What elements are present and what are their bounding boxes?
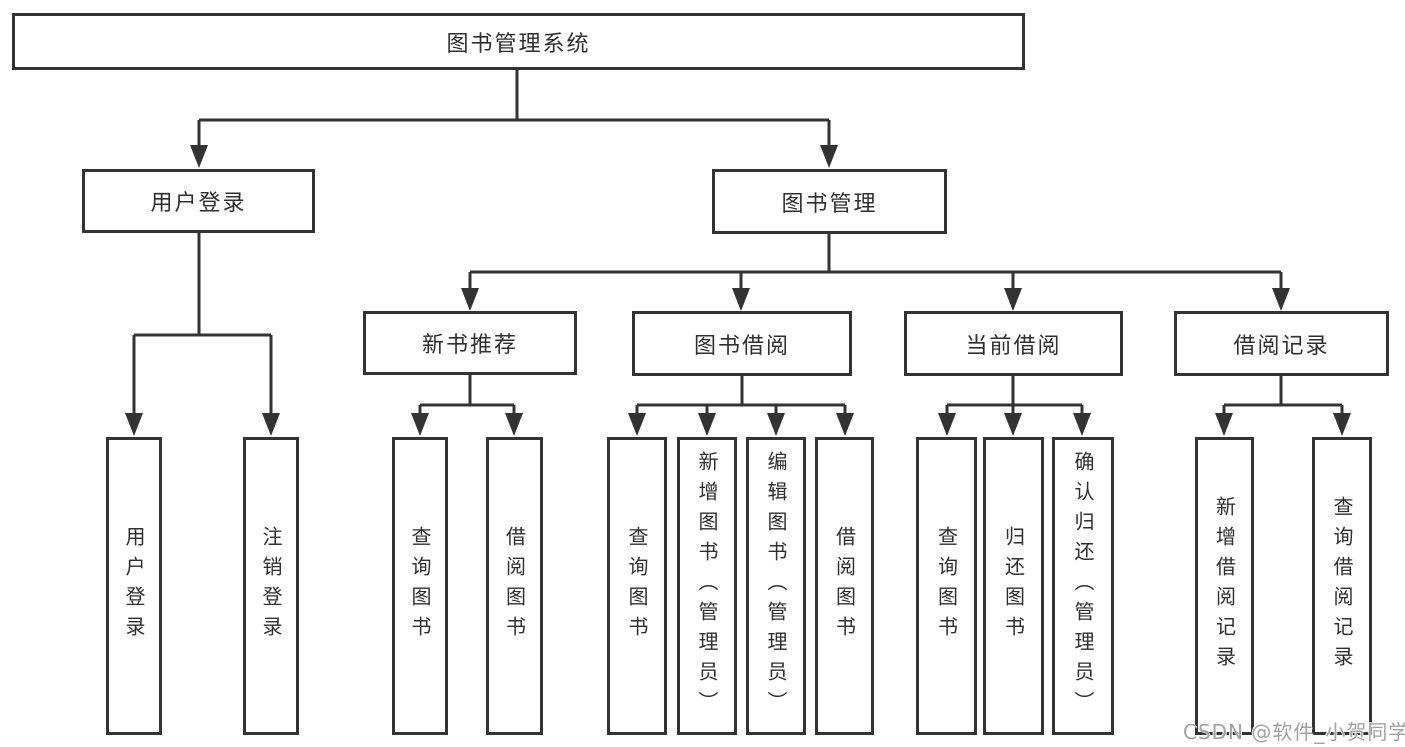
connector-user-login-children [125,233,280,436]
node-current-borrow: 当前借阅 [904,311,1123,376]
leaf-user-login: 用户登录 [106,437,162,735]
leaf-borrow-borrow-books: 借阅图书 [815,437,874,735]
leaf-records-query-record: 查询借阅记录 [1312,437,1372,735]
node-user-login: 用户登录 [82,169,315,233]
node-book-borrow: 图书借阅 [632,311,852,376]
leaf-current-query-books: 查询图书 [916,437,977,735]
connector-book-management-children [461,234,1290,311]
leaf-newbook-borrow-books: 借阅图书 [486,437,543,735]
leaf-borrow-query-books: 查询图书 [607,437,667,735]
leaf-borrow-add-books-admin: 新增图书（管理员） [677,437,737,735]
connector-borrow-records-children [1215,376,1351,436]
node-root: 图书管理系统 [12,13,1025,70]
node-new-book-recommend: 新书推荐 [363,311,577,375]
leaf-borrow-edit-books-admin: 编辑图书（管理员） [746,437,806,735]
leaf-newbook-query-books: 查询图书 [392,437,448,735]
node-borrow-records: 借阅记录 [1174,311,1389,376]
node-book-management: 图书管理 [712,169,947,234]
connector-current-borrow-children [938,376,1091,436]
connector-book-borrow-children [628,376,854,436]
connector-root-to-level2 [190,70,838,168]
leaf-logout: 注销登录 [243,437,299,735]
leaf-current-confirm-return-admin: 确认归还（管理员） [1052,437,1114,735]
csdn-watermark: CSDN @软件_小贺同学 [1183,720,1405,744]
leaf-records-add-record: 新增借阅记录 [1195,437,1254,735]
leaf-current-return-books: 归还图书 [983,437,1044,735]
connector-new-book-recommend-children [411,375,523,436]
